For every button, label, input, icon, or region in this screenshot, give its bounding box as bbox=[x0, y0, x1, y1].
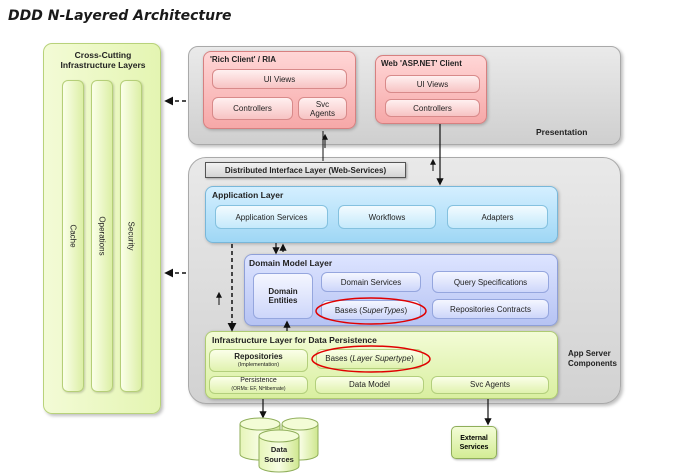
application-layer-title: Application Layer bbox=[212, 190, 284, 200]
domain-entities-line2: Entities bbox=[268, 296, 298, 305]
web-ui-views: UI Views bbox=[385, 75, 480, 93]
rich-controllers: Controllers bbox=[212, 97, 293, 120]
repositories-contracts-box: Repositories Contracts bbox=[432, 299, 549, 319]
external-services-line1: External bbox=[460, 434, 488, 442]
application-services-box: Application Services bbox=[215, 205, 328, 229]
external-services-box: External Services bbox=[451, 426, 497, 459]
highlight-infra-bases bbox=[311, 345, 431, 373]
persistence-label: Persistence bbox=[240, 377, 277, 384]
domain-entities-box: Domain Entities bbox=[253, 273, 313, 319]
domain-services-box: Domain Services bbox=[321, 272, 421, 292]
app-server-label: App Server Components bbox=[568, 349, 617, 369]
repositories-label: Repositories bbox=[234, 351, 283, 361]
web-controllers: Controllers bbox=[385, 99, 480, 117]
infra-bases-box: Bases (Layer Supertype) bbox=[316, 349, 423, 369]
pillar-cache: Cache bbox=[62, 80, 84, 392]
repositories-sub: (Implementation) bbox=[237, 361, 280, 368]
infra-svc-agents-box: Svc Agents bbox=[431, 376, 549, 394]
domain-bases-box: Bases (SuperTypes) bbox=[321, 300, 421, 320]
infra-bases-italic: Layer Supertype bbox=[352, 354, 412, 363]
cross-cutting-title-line1: Cross-Cutting bbox=[74, 50, 132, 60]
pillar-security: Security bbox=[120, 80, 142, 392]
adapters-box: Adapters bbox=[447, 205, 548, 229]
presentation-label: Presentation bbox=[536, 127, 588, 137]
query-specifications-box: Query Specifications bbox=[432, 271, 549, 293]
distributed-interface-layer: Distributed Interface Layer (Web-Service… bbox=[205, 162, 406, 178]
data-sources-line1: Data bbox=[270, 445, 288, 454]
workflows-box: Workflows bbox=[338, 205, 436, 229]
domain-entities-line1: Domain bbox=[268, 287, 298, 296]
domain-model-layer-title: Domain Model Layer bbox=[249, 258, 333, 268]
rich-svc-agents-line2: Agents bbox=[310, 108, 335, 118]
infrastructure-layer-title: Infrastructure Layer for Data Persistenc… bbox=[212, 335, 377, 345]
app-server-line1: App Server bbox=[568, 349, 611, 358]
rich-svc-agents: Svc Agents bbox=[298, 97, 347, 120]
cross-cutting-panel: Cross-Cutting Infrastructure Layers Cach… bbox=[43, 43, 161, 414]
data-sources-label: Data Sources bbox=[263, 445, 295, 465]
repositories-box: Repositories (Implementation) bbox=[209, 349, 308, 372]
rich-client-title: 'Rich Client' / RIA bbox=[210, 55, 277, 64]
pillar-operations: Operations bbox=[91, 80, 113, 392]
data-sources-cylinders bbox=[239, 417, 319, 473]
domain-bases-italic: SuperTypes bbox=[361, 305, 405, 315]
data-sources-line2: Sources bbox=[264, 455, 294, 464]
data-model-box: Data Model bbox=[315, 376, 424, 394]
infra-bases-prefix: Bases ( bbox=[325, 354, 353, 363]
infra-bases-suffix: ) bbox=[411, 354, 414, 363]
app-server-line2: Components bbox=[568, 359, 617, 368]
external-services-line2: Services bbox=[459, 443, 489, 451]
highlight-domain-bases bbox=[315, 297, 427, 325]
cross-cutting-title-line2: Infrastructure Layers bbox=[60, 60, 146, 70]
web-client-title: Web 'ASP.NET' Client bbox=[381, 59, 462, 68]
domain-bases-suffix: ) bbox=[404, 305, 408, 315]
persistence-sub: (ORMs: EF, NHibernate) bbox=[231, 386, 286, 392]
persistence-box: Persistence (ORMs: EF, NHibernate) bbox=[209, 376, 308, 394]
diagram-title: DDD N-Layered Architecture bbox=[8, 8, 232, 24]
rich-svc-agents-line1: Svc bbox=[315, 99, 330, 109]
cross-cutting-title: Cross-Cutting Infrastructure Layers bbox=[44, 50, 162, 70]
domain-bases-prefix: Bases ( bbox=[334, 305, 362, 315]
rich-ui-views: UI Views bbox=[212, 69, 347, 89]
